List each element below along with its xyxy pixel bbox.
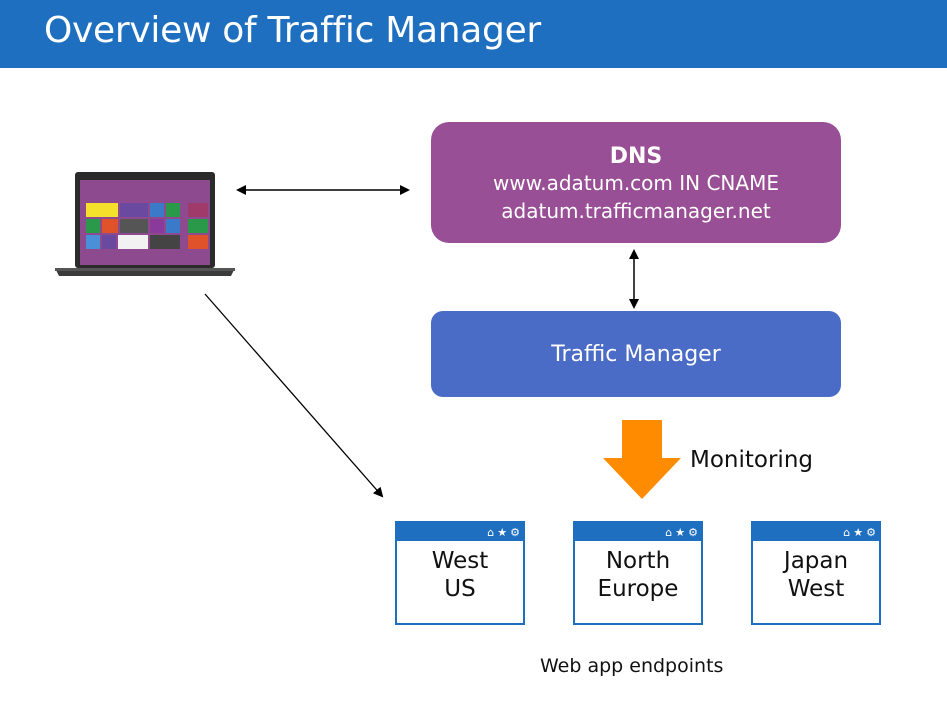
star-icon: ★ bbox=[497, 525, 508, 539]
star-icon: ★ bbox=[675, 525, 686, 539]
endpoint-japan-west: ⌂ ★ ⚙ Japan West bbox=[751, 521, 881, 625]
endpoint-titlebar: ⌂ ★ ⚙ bbox=[575, 523, 701, 541]
endpoint-north-europe: ⌂ ★ ⚙ North Europe bbox=[573, 521, 703, 625]
dns-record-line1: www.adatum.com IN CNAME bbox=[493, 171, 779, 195]
home-icon: ⌂ bbox=[843, 525, 851, 539]
gear-icon: ⚙ bbox=[510, 525, 520, 539]
gear-icon: ⚙ bbox=[866, 525, 876, 539]
endpoint-titlebar: ⌂ ★ ⚙ bbox=[753, 523, 879, 541]
laptop-endpoint-arrow bbox=[204, 293, 384, 498]
endpoint-titlebar: ⌂ ★ ⚙ bbox=[397, 523, 523, 541]
laptop-icon bbox=[55, 172, 235, 276]
traffic-manager-label: Traffic Manager bbox=[551, 341, 721, 367]
home-icon: ⌂ bbox=[487, 525, 495, 539]
dns-record-line2: adatum.trafficmanager.net bbox=[501, 199, 771, 223]
header-bar: Overview of Traffic Manager bbox=[0, 0, 947, 68]
endpoints-caption: Web app endpoints bbox=[540, 655, 724, 677]
page-title: Overview of Traffic Manager bbox=[44, 10, 541, 51]
endpoint-name: North Europe bbox=[597, 548, 679, 602]
home-icon: ⌂ bbox=[665, 525, 673, 539]
endpoint-west-us: ⌂ ★ ⚙ West US bbox=[395, 521, 525, 625]
gear-icon: ⚙ bbox=[688, 525, 698, 539]
dns-box: DNS www.adatum.com IN CNAME adatum.traff… bbox=[431, 122, 841, 243]
traffic-manager-box: Traffic Manager bbox=[431, 311, 841, 397]
endpoint-name: Japan West bbox=[783, 548, 849, 602]
monitoring-label: Monitoring bbox=[690, 447, 813, 473]
endpoint-name: West US bbox=[431, 548, 489, 602]
star-icon: ★ bbox=[853, 525, 864, 539]
monitoring-arrow bbox=[603, 420, 681, 499]
dns-title: DNS bbox=[609, 144, 663, 169]
